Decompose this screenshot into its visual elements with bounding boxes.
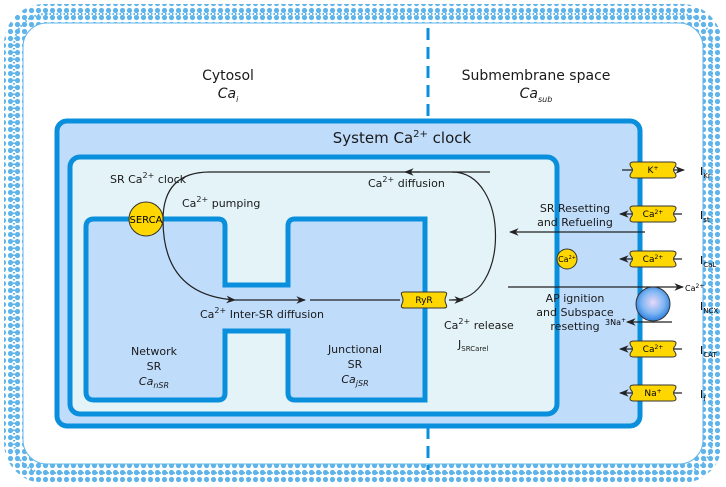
ca-release-label: Ca2+ release (444, 317, 514, 332)
channel-current-label: If (700, 388, 706, 403)
network-sr-label-1: Network (131, 345, 178, 358)
sr-resetting-label-1: SR Resetting (540, 202, 610, 215)
sr-clock-title: SR Ca2+ clock (110, 171, 187, 186)
channel-current-label: IKr (700, 165, 711, 180)
channel-body (629, 250, 677, 268)
channel-ion-label: Na+ (644, 388, 661, 399)
ion-channel-f: Na+ If (619, 384, 706, 403)
free-calcium-label: Ca2+ (558, 255, 576, 264)
ncx-current-label: INCX (700, 300, 718, 315)
channel-body (629, 161, 677, 179)
submembrane-symbol: Casub (520, 86, 553, 104)
channel-ion-label: Ca2+ (643, 209, 664, 220)
ion-channel-cat: Ca2+ ICAT (619, 340, 717, 359)
system-clock-title: System Ca2+ clock (333, 129, 472, 147)
ncx-out-ion: Ca2+ (685, 283, 704, 293)
serca-pump (128, 201, 164, 237)
channel-current-label: Ist (700, 209, 710, 224)
ap-ignition-label-2: and Subspace (536, 306, 614, 319)
network-sr (83, 216, 428, 403)
ap-ignition-label-1: AP ignition (546, 292, 605, 305)
serca-label: SERCA (130, 215, 163, 226)
cytosol-symbol: Cai (218, 86, 239, 104)
sr-resetting-label-2: and Refueling (537, 216, 613, 229)
channel-ion-label: K+ (648, 165, 659, 176)
ryr-channel: RyR (400, 291, 448, 309)
ca-diffusion-label: Ca2+ diffusion (368, 175, 445, 190)
ryr-label: RyR (415, 296, 432, 306)
junctional-sr-symbol: CajSR (341, 373, 368, 388)
ion-channel-cal: Ca2+ ICaL (619, 250, 716, 269)
junctional-sr-label-1: Junctional (327, 343, 382, 356)
junctional-sr-label-2: SR (348, 358, 363, 371)
channel-current-label: ICAT (700, 344, 717, 359)
network-sr-symbol: CanSR (139, 375, 169, 390)
free-calcium-ion (556, 248, 578, 270)
network-sr-label-2: SR (147, 360, 162, 373)
channel-ion-label: Ca2+ (643, 254, 664, 265)
ncx-exchanger: Ca2+ 3Na+ INCX (605, 283, 718, 327)
ca-pumping-label: Ca2+ pumping (182, 195, 260, 210)
ion-channel-st: Ca2+ Ist (619, 205, 710, 224)
ncx-in-ion: 3Na+ (605, 317, 626, 327)
channel-current-label: ICaL (700, 254, 716, 269)
cytosol-title: Cytosol (202, 68, 254, 84)
channel-body (629, 384, 677, 402)
ion-channel-kr: K+ IKr (622, 161, 711, 180)
channel-body (629, 340, 677, 358)
ap-ignition-label-3: resetting (550, 320, 599, 333)
inter-sr-diffusion-label: Ca2+ Inter-SR diffusion (200, 306, 324, 321)
release-flux-label: JSRCarel (457, 338, 488, 353)
channel-body (629, 205, 677, 223)
channel-ion-label: Ca2+ (643, 344, 664, 355)
submembrane-title: Submembrane space (462, 68, 611, 84)
